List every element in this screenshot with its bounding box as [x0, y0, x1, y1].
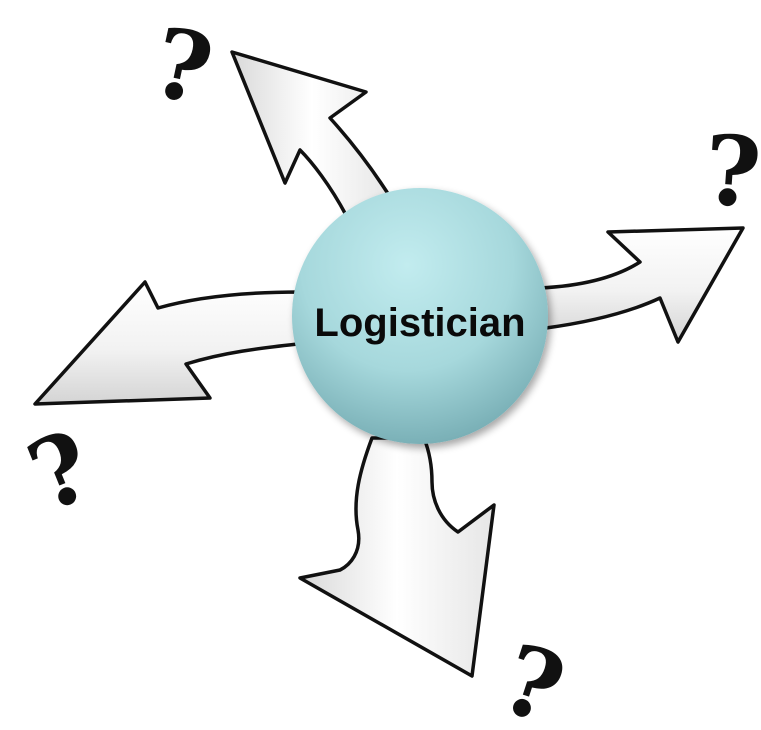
- arrow-left: [33, 280, 302, 406]
- question-mark-left: ?: [13, 408, 107, 534]
- question-mark-top-right: ?: [701, 113, 761, 230]
- center-circle: [292, 188, 548, 444]
- arrow-right: [538, 226, 745, 344]
- question-mark-top-left: ?: [143, 5, 222, 127]
- center-node: [292, 188, 548, 444]
- question-mark-bottom: ?: [489, 622, 577, 730]
- center-label: Logistician: [314, 301, 525, 345]
- arrow-down: [298, 436, 496, 678]
- arrow-up-left: [230, 50, 394, 217]
